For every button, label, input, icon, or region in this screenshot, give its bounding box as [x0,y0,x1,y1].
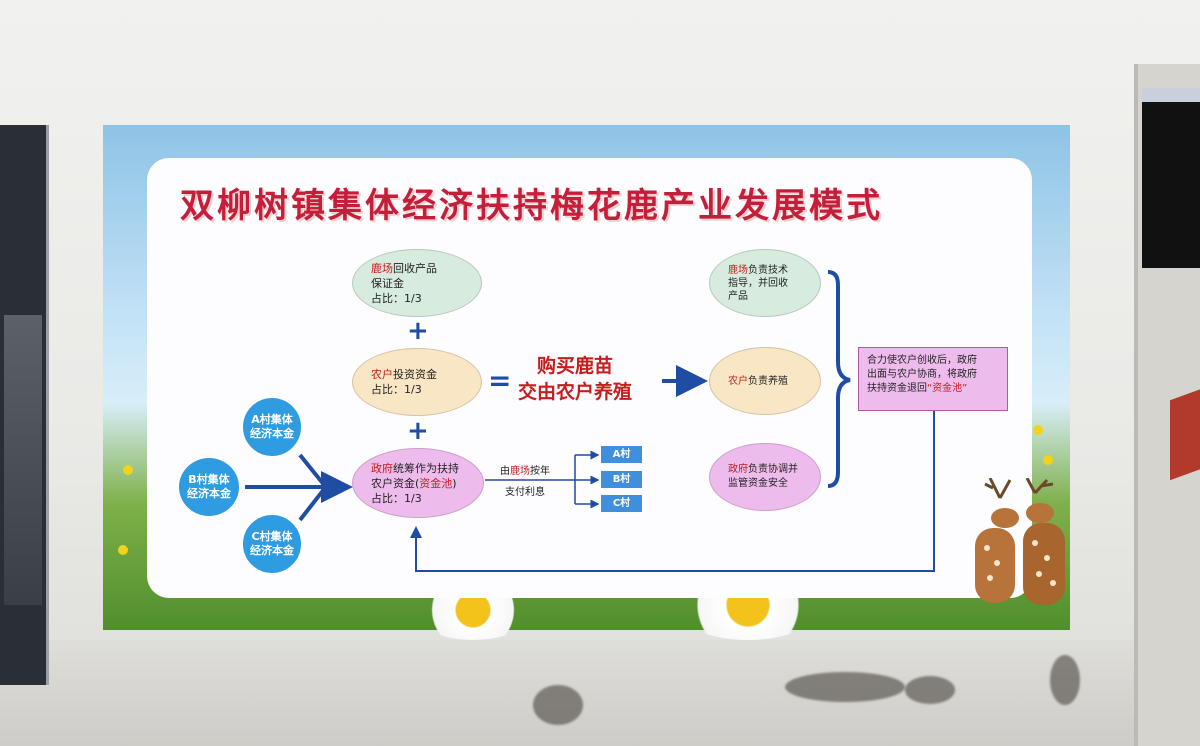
wall-lower-weathered [0,640,1200,746]
arrow-a [298,453,327,488]
meadow-flower [118,545,128,555]
payout-text: 按年 [530,466,550,477]
wall-stain [905,676,955,704]
ellipse-text: 负责协调并 [748,464,798,475]
wall-stain [785,672,905,702]
right-brace [827,270,851,488]
village-a-box: A村 [601,446,642,463]
highlight-text: 政府 [371,461,393,475]
ellipse-text: 投资资金 [393,368,437,381]
ratio-text: 占比：1/3 [371,383,422,396]
slogan-line: 购买鹿苗 [537,355,614,377]
meadow-flower [1033,425,1043,435]
meadow-flower [1043,455,1053,465]
highlight-text: “资金池” [927,383,968,394]
ellipse-text: 负责养殖 [748,375,788,387]
circle-label: 经济本金 [250,427,294,440]
village-c-box: C村 [601,495,642,512]
deer-farm-tech-ellipse: 鹿场负责技术 指导，并回收 产品 [709,249,821,317]
plus-sign: + [407,416,429,446]
slogan-line: 交由农户养殖 [518,381,633,403]
right-door [1134,64,1200,746]
payout-text: 由 [500,466,510,477]
ratio-text: 占比：1/3 [371,291,422,305]
ellipse-text: 统筹作为扶持 [393,461,459,475]
wall-stain [1050,655,1080,705]
ellipse-text: 指导，并回收 [728,277,788,289]
door-screen [1142,88,1200,268]
farmer-breeding-ellipse: 农户负责养殖 [709,347,821,415]
arrow-c [298,486,327,522]
equals-sign: = [488,364,512,397]
highlight-text: 政府 [728,464,748,475]
village-b-box: B村 [601,471,642,488]
ellipse-text: 回收产品 [393,261,437,275]
meadow-flower [123,465,133,475]
window-pane [4,315,42,605]
ellipse-text: 监管资金安全 [728,478,788,489]
feedback-loop-arrow [410,411,935,572]
ellipse-text: ) [452,476,457,490]
payout-text: 支付利息 [505,487,545,498]
ellipse-text: 负责技术 [748,264,788,276]
highlight-text: 资金池 [419,476,453,490]
circle-label: C村集体 [251,530,293,543]
highlight-text: 农户 [728,375,748,387]
result-box: 合力使农户创收后，政府 出面与农户协商，将政府 扶持资金退回“资金池” [858,347,1008,411]
sika-deer-illustration [975,478,1065,605]
highlight-text: 鹿场 [510,466,530,477]
circle-label: 经济本金 [187,487,231,500]
ellipse-text: 产品 [728,290,748,302]
highlight-text: 鹿场 [371,261,393,275]
plus-sign: + [407,316,429,346]
diagram-title: 双柳树镇集体经济扶持梅花鹿产业发展模式 [180,186,883,226]
ellipse-text: 农户资金( [371,476,420,490]
result-text: 扶持资金退回 [867,383,927,394]
circle-label: A村集体 [251,413,293,426]
circle-label: B村集体 [188,473,230,486]
payout-note: 由鹿场按年 [500,465,550,479]
deer-farm-deposit-ellipse: 鹿场回收产品 保证金 占比：1/3 [352,249,482,317]
left-window [0,125,49,685]
village-c-circle: C村集体经济本金 [241,513,303,575]
village-b-circle: B村集体经济本金 [177,456,241,518]
government-supervision-ellipse: 政府负责协调并 监管资金安全 [709,443,821,511]
highlight-text: 鹿场 [728,264,748,276]
village-a-circle: A村集体经济本金 [241,396,303,458]
slogan: 购买鹿苗 交由农户养殖 [518,353,632,405]
ratio-text: 占比：1/3 [371,491,422,505]
result-text: 合力使农户创收后，政府 [867,355,977,366]
result-text: 出面与农户协商，将政府 [867,369,977,380]
ellipse-text: 保证金 [371,276,404,290]
government-fund-ellipse: 政府统筹作为扶持 农户资金(资金池) 占比：1/3 [352,448,484,518]
wall-stain [533,685,583,725]
farmer-investment-ellipse: 农户投资资金 占比：1/3 [352,348,482,416]
circle-label: 经济本金 [250,544,294,557]
door-screen-cap [1142,88,1200,102]
highlight-text: 农户 [371,368,393,381]
